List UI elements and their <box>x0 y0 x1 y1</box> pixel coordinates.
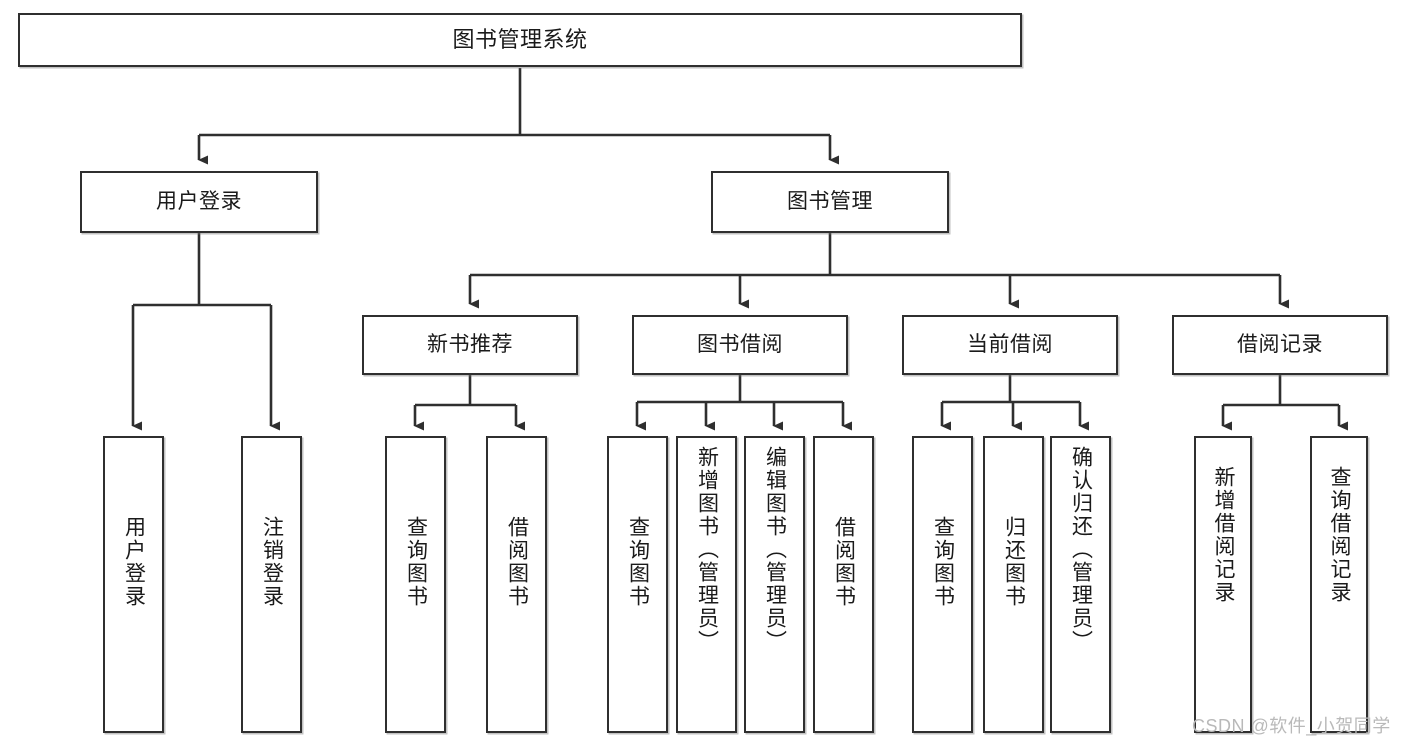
node-label: 图书借阅 <box>697 333 783 357</box>
node-book-management[interactable]: 图书管理 <box>711 171 949 233</box>
node-leaf-borrow-book-2[interactable]: 借阅图书 <box>813 436 874 733</box>
node-leaf-add-record[interactable]: 新增借阅记录 <box>1194 436 1252 733</box>
node-leaf-add-book[interactable]: 新增图书（管理员） <box>676 436 737 733</box>
node-label: 查询图书 <box>931 516 955 608</box>
node-label: 确认归还（管理员） <box>1069 446 1093 653</box>
node-label: 图书管理 <box>787 190 873 214</box>
node-borrow-record[interactable]: 借阅记录 <box>1172 315 1388 375</box>
node-leaf-edit-book[interactable]: 编辑图书（管理员） <box>744 436 805 733</box>
node-label: 注销登录 <box>260 516 284 608</box>
csdn-watermark: CSDN @软件_小贺同学 <box>1192 716 1391 736</box>
node-label: 归还图书 <box>1002 516 1026 608</box>
node-leaf-query-book-3[interactable]: 查询图书 <box>912 436 973 733</box>
node-label: 用户登录 <box>156 190 242 214</box>
node-leaf-confirm-return[interactable]: 确认归还（管理员） <box>1050 436 1111 733</box>
node-label: 当前借阅 <box>967 333 1053 357</box>
node-current-borrow[interactable]: 当前借阅 <box>902 315 1118 375</box>
node-label: 新书推荐 <box>427 333 513 357</box>
node-label: 图书管理系统 <box>452 26 588 52</box>
node-label: 用户登录 <box>122 516 146 608</box>
node-leaf-query-book-2[interactable]: 查询图书 <box>607 436 668 733</box>
node-new-book-recommend[interactable]: 新书推荐 <box>362 315 578 375</box>
node-leaf-query-book-1[interactable]: 查询图书 <box>385 436 446 733</box>
node-label: 查询图书 <box>626 516 650 608</box>
node-label: 编辑图书（管理员） <box>763 446 787 653</box>
node-label: 新增图书（管理员） <box>695 446 719 653</box>
node-label: 借阅图书 <box>505 516 529 608</box>
node-leaf-user-logout[interactable]: 注销登录 <box>241 436 302 733</box>
node-label: 新增借阅记录 <box>1212 466 1236 604</box>
node-user-login[interactable]: 用户登录 <box>80 171 318 233</box>
node-book-borrow[interactable]: 图书借阅 <box>632 315 848 375</box>
node-leaf-user-login[interactable]: 用户登录 <box>103 436 164 733</box>
node-leaf-borrow-book-1[interactable]: 借阅图书 <box>486 436 547 733</box>
node-label: 查询图书 <box>404 516 428 608</box>
node-leaf-return-book[interactable]: 归还图书 <box>983 436 1044 733</box>
node-label: 借阅记录 <box>1237 333 1323 357</box>
node-label: 借阅图书 <box>832 516 856 608</box>
node-leaf-query-record[interactable]: 查询借阅记录 <box>1310 436 1368 733</box>
node-root-system[interactable]: 图书管理系统 <box>18 13 1022 67</box>
node-label: 查询借阅记录 <box>1328 466 1352 604</box>
